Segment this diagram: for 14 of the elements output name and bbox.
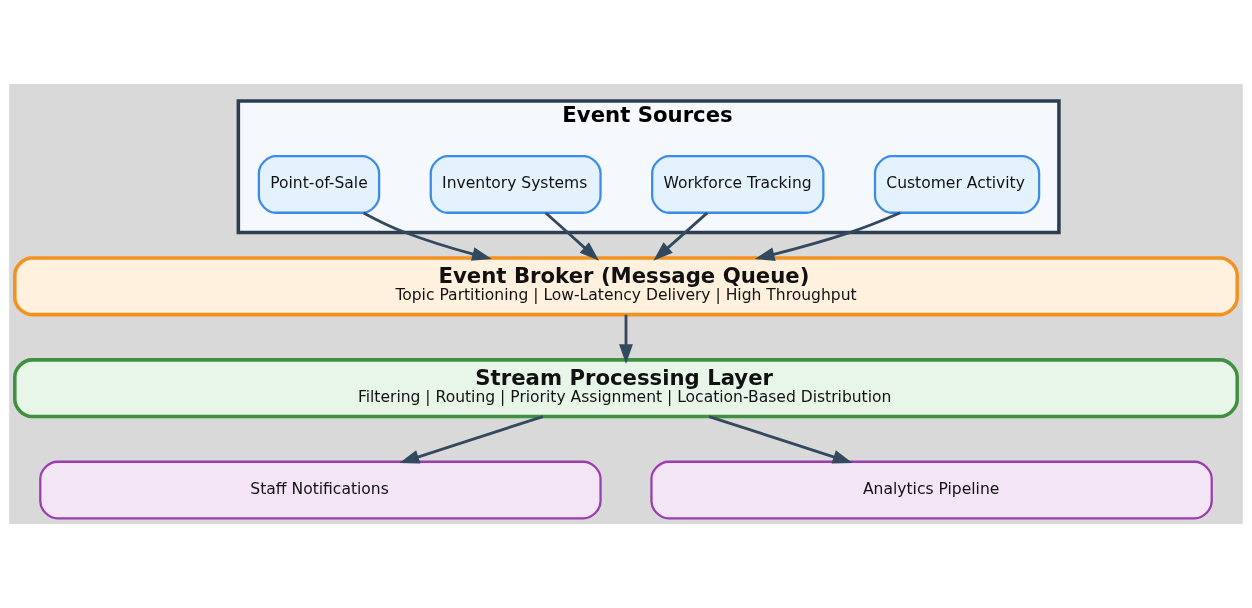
arrow (619, 314, 633, 365)
arrow (653, 211, 709, 261)
arrow (399, 415, 544, 464)
node-box: Inventory Systems (429, 155, 602, 214)
node-box: Workforce Tracking (651, 155, 825, 214)
node-box: Customer Activity (873, 155, 1041, 214)
arrow (708, 415, 853, 464)
node-box: Event Broker (Message Queue) Topic Partitioning | Low-Latency Delivery | High Throughput (13, 256, 1239, 317)
node-box: Point-of-Sale (257, 155, 381, 214)
node-box: Stream Processing Layer Filtering | Routing | Priority Assignment | Location-Based Distribution (13, 358, 1239, 419)
node-box: Analytics Pipeline (650, 460, 1213, 520)
arrow (362, 211, 492, 261)
node-box: Staff Notifications (39, 460, 602, 520)
arrow (544, 211, 600, 261)
